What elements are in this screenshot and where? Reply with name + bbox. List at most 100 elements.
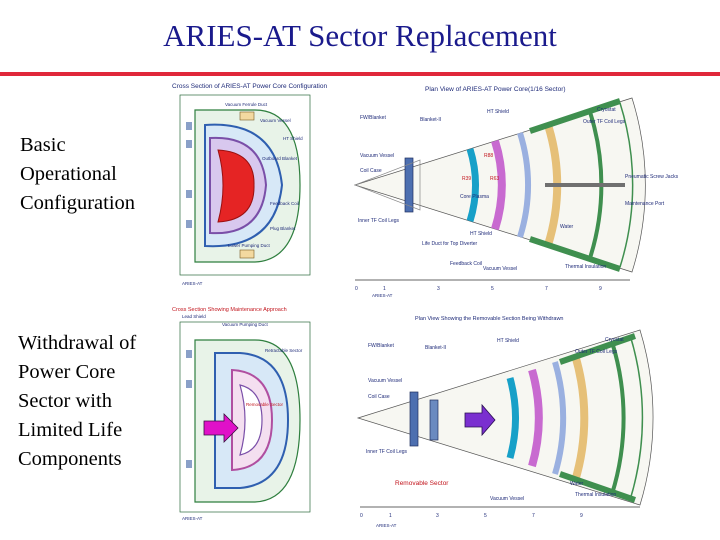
figure-plan-view: Plan View of ARIES-AT Power Core(1/16 Se… <box>353 86 679 298</box>
inner-coil-shape <box>409 391 419 447</box>
scale-tick: 1 <box>383 286 386 292</box>
scale-tick: 5 <box>484 513 487 519</box>
fw-blanket-arc <box>466 147 479 223</box>
label-line: Operational <box>20 163 117 185</box>
scale-tick: 0 <box>355 286 358 292</box>
bottom-duct-shape <box>239 249 255 259</box>
scale-tick: 9 <box>599 286 602 292</box>
coil-shape <box>186 140 192 148</box>
diagram-label: Retractable Sector <box>265 348 303 353</box>
upper-leg <box>559 333 636 365</box>
coil-shape <box>186 122 192 130</box>
diagram-label: Blanket-II <box>425 345 446 351</box>
label-line: Configuration <box>20 192 136 214</box>
coil-shape <box>186 220 192 228</box>
figure-caption: ARIES-AT <box>182 516 203 521</box>
diagram-label: Core Plasma <box>460 194 489 200</box>
figure-cross-section-maintenance: Cross Section Showing Maintenance Approa… <box>172 307 311 521</box>
diagram-label: Maintenance Port <box>625 201 665 207</box>
diagram-label: Life Duct for Top Diverter <box>422 241 478 247</box>
ht-shield-arc <box>517 132 532 238</box>
label-withdrawal: Withdrawal of Power Core Sector with Lim… <box>18 329 136 474</box>
sector-wedge <box>356 329 654 506</box>
label-basic-config: Basic Operational Configuration <box>20 131 135 218</box>
withdrawal-arrow <box>464 403 496 437</box>
title-divider <box>0 72 720 76</box>
blanket-ii-arc <box>528 368 543 468</box>
diagram-label: Inner TF Coil Legs <box>366 449 408 455</box>
coil-shape <box>186 350 192 358</box>
diagram-label: Coil Case <box>368 394 390 400</box>
scale-tick: 0 <box>360 513 363 519</box>
scale-tick: 7 <box>532 513 535 519</box>
diagram-label: Coil Case <box>360 168 382 174</box>
diagram-label: Plug Blanket <box>270 226 296 231</box>
figure-caption: ARIES-AT <box>376 523 397 528</box>
radius-label: R88 <box>484 153 493 159</box>
outer-coil-arc <box>610 341 626 495</box>
diagram-label: HT Shield <box>487 109 509 115</box>
lower-leg <box>559 471 636 503</box>
label-line: Limited Life <box>18 419 123 441</box>
diagram-label: Feedback Coil <box>450 261 482 267</box>
diagram-label: Pneumatic Screw Jacks <box>625 174 679 180</box>
diagram-label: HT Shield <box>283 136 303 141</box>
diagram-label: Thermal Insulation <box>565 264 606 270</box>
diagram-label: Outboard Blanket <box>262 156 298 161</box>
coil-shape <box>186 190 192 198</box>
figure-title: Plan View Showing the Removable Section … <box>415 316 563 322</box>
scale-ticks: 0 1 3 5 7 9 <box>355 286 602 292</box>
inner-coil-shape <box>404 157 414 213</box>
diagram-label: Vacuum Vessel <box>368 378 402 384</box>
plasma-shape <box>217 149 255 223</box>
diagram-label: FW/Blanket <box>360 115 386 121</box>
diagram-label: Removable Sector <box>246 402 284 407</box>
slide-title: ARIES-AT Sector Replacement <box>163 18 557 53</box>
scale-tick: 3 <box>437 286 440 292</box>
label-line: Withdrawal of <box>18 332 137 354</box>
diagram-label: HT Shield <box>470 231 492 237</box>
diagram-label: FW/Blanket <box>368 343 394 349</box>
ht-shield-arc <box>552 361 567 475</box>
diagram-label: Vacuum Vessel <box>483 266 517 272</box>
diagram-label: Feedback Coil <box>270 201 299 206</box>
coil-case-shape <box>429 399 439 441</box>
diagram-label: Removable Sector <box>395 480 449 487</box>
diagram-label: Outer TF Coil Legs <box>575 349 618 355</box>
figure-caption: ARIES-AT <box>372 293 393 298</box>
diagram-label: Water <box>560 224 573 230</box>
diagram-label: Vacuum Vessel <box>260 118 291 123</box>
diagram-label: HT Shield <box>497 338 519 344</box>
diagram-label: Vacuum Vessel <box>360 153 394 159</box>
scale-tick: 7 <box>545 286 548 292</box>
diagram-label: Vacuum Pumping Duct <box>222 322 268 327</box>
fw-blanket-arc <box>506 377 519 459</box>
diagram-label: Lower Pumping Duct <box>228 243 271 248</box>
figure-cross-section-basic: Cross Section of ARIES-AT Power Core Con… <box>172 83 327 286</box>
diagram-label: Inner TF Coil Legs <box>358 218 400 224</box>
diagram-label: Lead Shield <box>182 314 206 319</box>
frame <box>179 94 311 276</box>
lower-leg <box>529 236 621 272</box>
blanket-ii-arc <box>491 139 506 231</box>
vacuum-vessel-arc <box>571 353 589 483</box>
label-line: Components <box>18 448 122 470</box>
upper-leg <box>529 98 621 134</box>
cryostat-arc <box>629 334 644 501</box>
diagram-label: Blanket-II <box>420 117 441 123</box>
figure-title: Cross Section of ARIES-AT Power Core Con… <box>172 83 327 90</box>
plasma-wedge <box>354 159 421 211</box>
withdrawal-arrow <box>203 413 239 443</box>
diagram-label: Water <box>570 481 583 487</box>
figure-title: Plan View of ARIES-AT Power Core(1/16 Se… <box>425 86 566 93</box>
plasma-cavity-shape <box>239 384 263 456</box>
scale-ticks: 0 1 3 5 7 9 <box>360 513 583 519</box>
label-line: Basic <box>20 134 66 156</box>
figure-caption: ARIES-AT <box>182 281 203 286</box>
coil-shape <box>186 460 192 468</box>
figure-title: Cross Section Showing Maintenance Approa… <box>172 307 287 313</box>
frame <box>179 321 311 513</box>
coil-shape <box>186 380 192 388</box>
diagram-label: Thermal Insulation <box>575 492 616 498</box>
